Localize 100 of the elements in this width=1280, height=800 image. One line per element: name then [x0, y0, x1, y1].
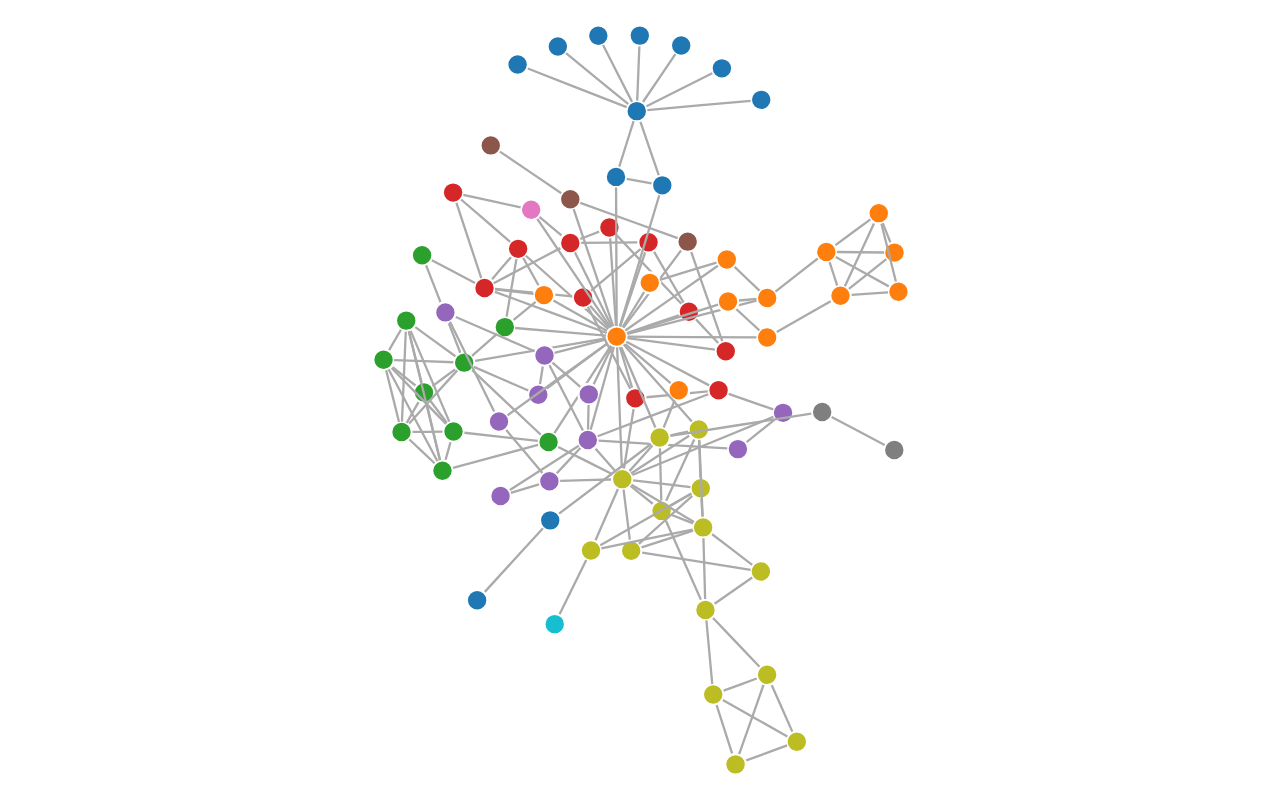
connector — [384, 369, 400, 423]
connector — [406, 331, 440, 461]
node-circle — [429, 459, 453, 483]
connector — [714, 704, 733, 754]
connector — [535, 218, 611, 329]
connector — [424, 402, 441, 461]
connector — [459, 198, 510, 243]
connector — [404, 401, 419, 424]
connector — [701, 538, 706, 600]
connector — [492, 247, 560, 285]
connector — [694, 318, 718, 344]
connector — [600, 528, 692, 550]
connector — [879, 223, 896, 282]
node-circle — [688, 476, 712, 500]
connector — [621, 409, 634, 469]
connector — [578, 230, 599, 241]
node-circle — [647, 426, 671, 450]
connector — [443, 441, 451, 461]
connector — [638, 121, 659, 176]
node-circle — [624, 99, 648, 123]
connector — [593, 488, 618, 541]
connector — [661, 399, 675, 428]
connector — [585, 306, 631, 390]
connector — [482, 527, 543, 593]
connector — [470, 369, 541, 436]
connector — [524, 254, 608, 330]
connector — [658, 261, 716, 281]
node-circle — [525, 383, 549, 407]
node-circle — [748, 560, 772, 583]
node-circle — [486, 410, 510, 433]
connector — [613, 187, 617, 326]
node-circle — [828, 284, 851, 308]
connector — [652, 251, 684, 304]
connector — [625, 177, 651, 185]
connector — [699, 498, 703, 517]
connector — [628, 485, 653, 505]
connector — [430, 368, 455, 388]
connector — [472, 365, 528, 392]
connector — [588, 305, 609, 329]
node-circle — [709, 56, 733, 80]
connector — [399, 331, 406, 422]
connector — [620, 291, 645, 328]
node-circle — [537, 508, 561, 532]
node-circle — [557, 187, 581, 211]
connector — [737, 684, 764, 755]
connector — [830, 415, 885, 446]
node-circle — [603, 165, 627, 189]
connector — [526, 67, 627, 109]
connector — [509, 483, 539, 494]
connector — [585, 404, 589, 430]
connector — [545, 342, 608, 390]
connector — [641, 53, 676, 103]
connector — [553, 338, 606, 355]
node-circle — [666, 378, 690, 402]
node-circle — [690, 515, 714, 539]
connector — [593, 448, 615, 472]
connector — [490, 256, 511, 280]
node-circle — [636, 230, 660, 254]
connector — [473, 337, 606, 362]
connector — [704, 620, 713, 685]
node-circle — [748, 88, 772, 112]
node-circle — [713, 339, 737, 363]
connector — [626, 336, 715, 351]
connector — [623, 343, 671, 385]
connector — [424, 265, 461, 354]
connector — [641, 551, 750, 571]
node-circle — [754, 325, 778, 349]
connector — [413, 326, 456, 358]
connector — [463, 431, 537, 442]
connector — [773, 257, 818, 293]
node-circle — [754, 286, 778, 310]
connector — [627, 444, 653, 472]
connector — [454, 315, 535, 353]
node-circle — [464, 588, 488, 612]
connector — [614, 347, 622, 469]
connector — [559, 478, 610, 483]
connector — [387, 329, 401, 351]
connector — [721, 698, 787, 738]
connector — [390, 366, 416, 387]
node-circle — [478, 133, 502, 157]
connector — [645, 390, 707, 399]
node-circle — [576, 382, 600, 406]
connector — [635, 46, 640, 101]
connector — [614, 234, 682, 305]
connector — [775, 300, 831, 333]
connector — [847, 258, 886, 290]
connector — [588, 346, 614, 430]
node-circle — [706, 378, 730, 402]
connector — [556, 445, 612, 476]
node-circle — [866, 201, 890, 225]
connector — [835, 250, 884, 254]
connector — [833, 218, 871, 247]
connector — [550, 361, 580, 388]
connector — [601, 44, 633, 103]
connector — [580, 241, 637, 244]
connector — [625, 314, 679, 335]
connector — [664, 438, 695, 502]
connector — [547, 364, 583, 431]
connector — [621, 489, 630, 540]
connector — [411, 430, 442, 434]
